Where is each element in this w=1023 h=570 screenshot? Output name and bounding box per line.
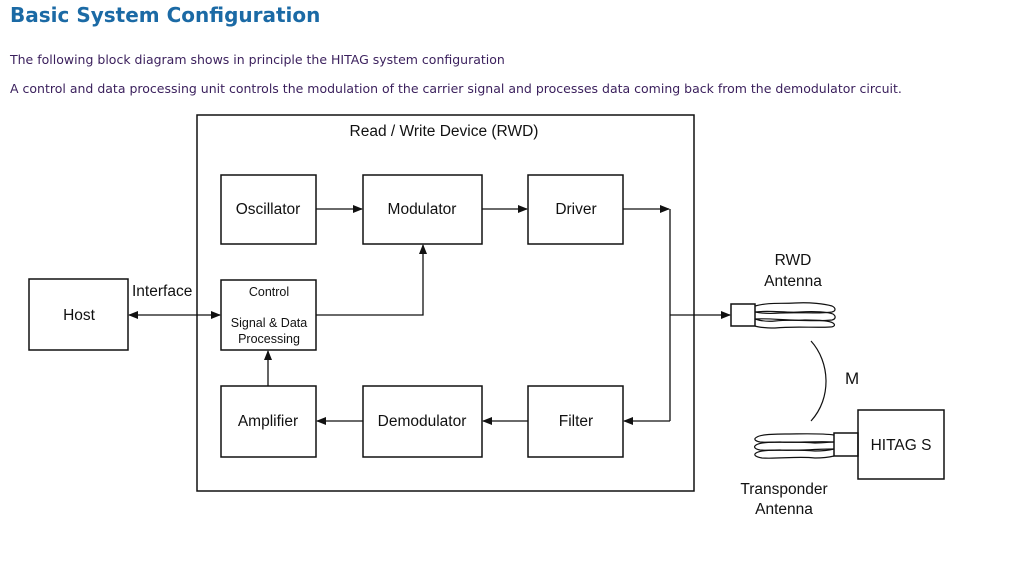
- rwd-container: [196, 114, 695, 492]
- control-line1-label: Signal & Data: [231, 316, 307, 330]
- transponder-antenna-label-line1: Transponder: [740, 481, 827, 498]
- transponder-antenna-label-line2: Antenna: [755, 501, 813, 518]
- rwd-container-label: Read / Write Device (RWD): [350, 123, 539, 140]
- modulator-label: Modulator: [388, 201, 457, 218]
- amplifier-label: Amplifier: [238, 413, 298, 430]
- interface-label: Interface: [132, 283, 192, 300]
- filter-label: Filter: [559, 413, 593, 430]
- description-paragraph: A control and data processing unit contr…: [10, 81, 902, 96]
- driver-label: Driver: [555, 201, 596, 218]
- rwd-antenna-label-line2: Antenna: [764, 273, 822, 290]
- coupling-label: M: [845, 369, 859, 388]
- host-label: Host: [63, 307, 96, 324]
- hitag-label: HITAG S: [871, 437, 932, 454]
- transponder-antenna-coil-icon: [754, 433, 835, 459]
- oscillator-label: Oscillator: [236, 201, 301, 218]
- demodulator-label: Demodulator: [378, 413, 467, 430]
- control-line2-label: Processing: [238, 332, 300, 346]
- intro-paragraph: The following block diagram shows in pri…: [10, 52, 505, 67]
- coupling-arc-icon: [810, 340, 827, 422]
- rwd-antenna-label-line1: RWD: [775, 252, 812, 269]
- rwd-antenna-connector: [730, 303, 756, 327]
- page-title: Basic System Configuration: [10, 3, 321, 27]
- control-modulator-arrow: [316, 244, 427, 316]
- rwd-antenna-coil-icon: [754, 302, 836, 329]
- transponder-antenna-connector: [833, 432, 859, 457]
- control-title-label: Control: [249, 285, 289, 299]
